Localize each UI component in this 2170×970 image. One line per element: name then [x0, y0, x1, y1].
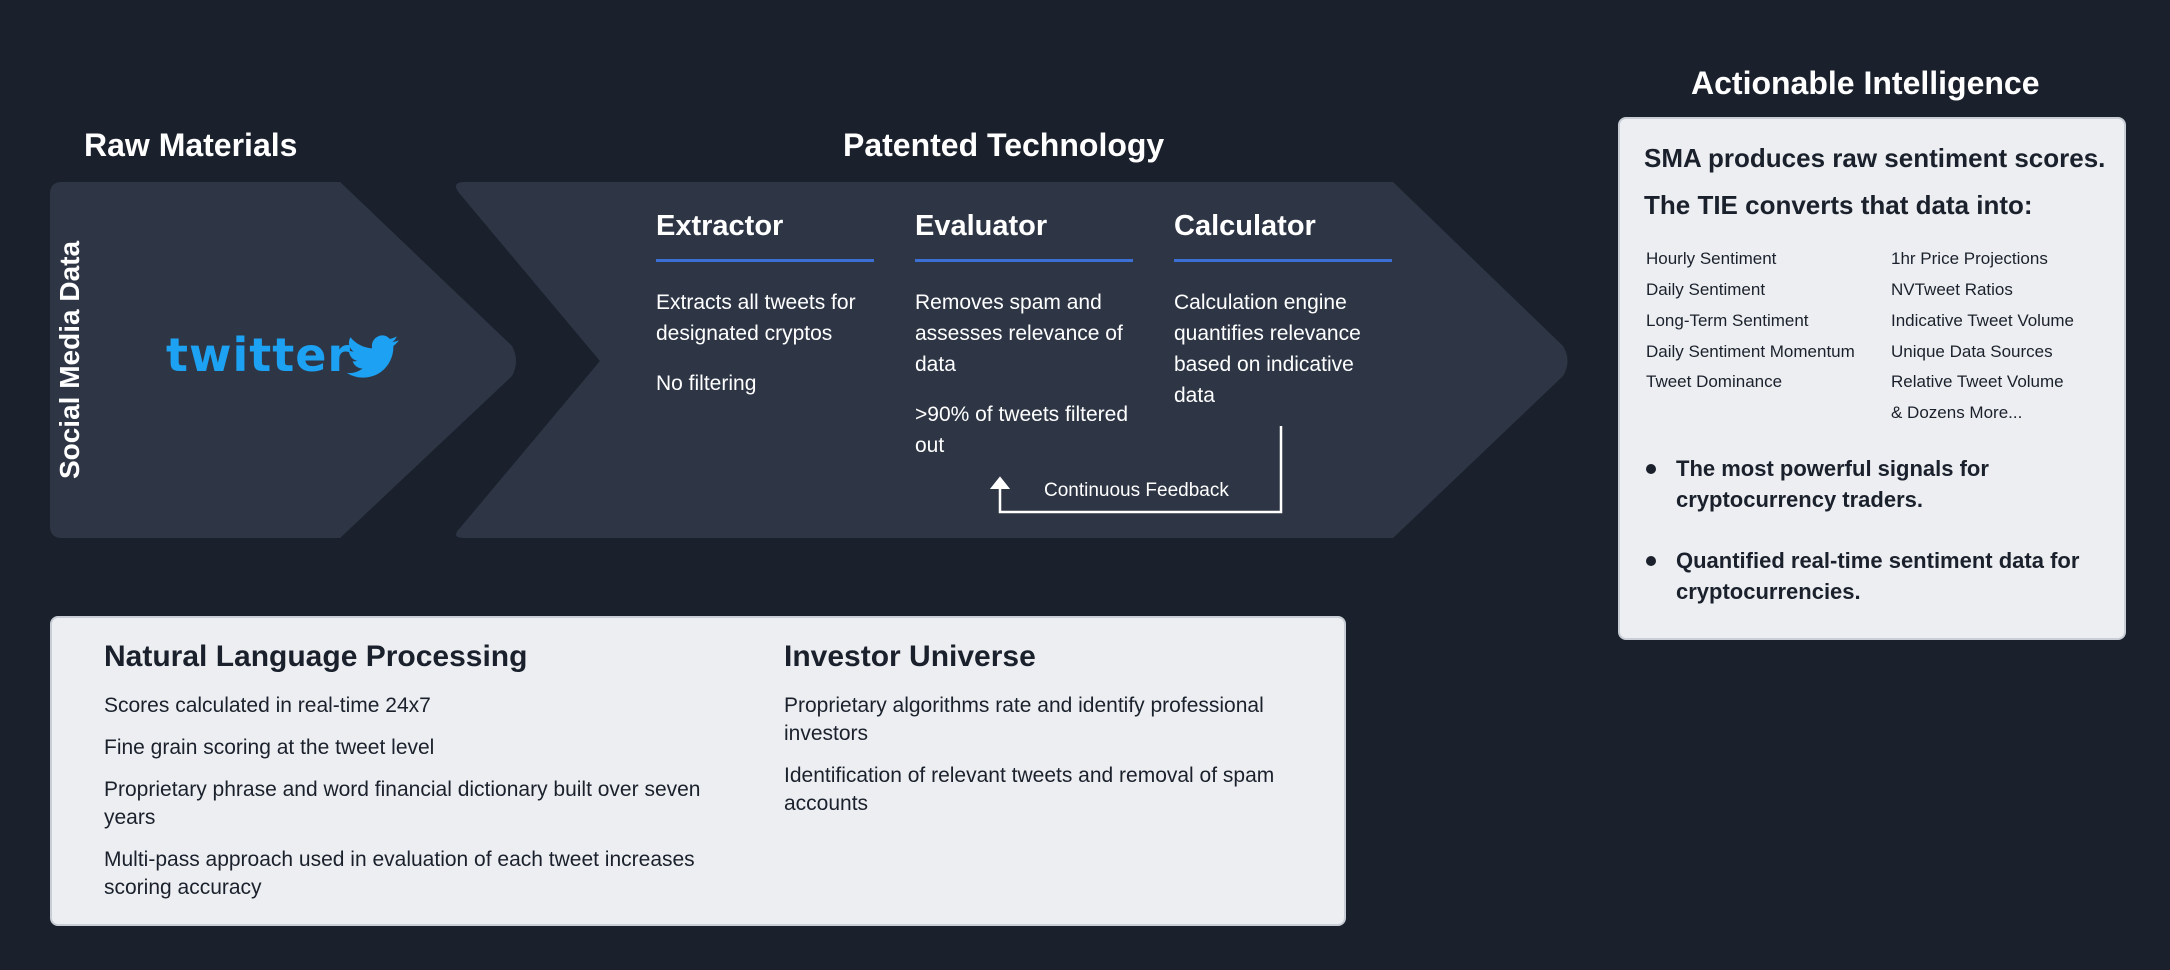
investor-title: Investor Universe: [784, 640, 1036, 673]
evaluator-description: Removes spam and assesses relevance of d…: [915, 291, 1123, 376]
actionable-intelligence-heading: Actionable Intelligence: [1691, 65, 2040, 101]
actionable-intelligence-card: SMA produces raw sentiment scores. The T…: [1618, 117, 2126, 640]
calculator-description: Calculation engine quantifies relevance …: [1174, 291, 1361, 407]
investor-section: Investor Universe Proprietary algorithms…: [784, 640, 1324, 818]
metric-left: Long-Term Sentiment: [1646, 311, 1809, 330]
evaluator-title: Evaluator: [915, 210, 1048, 242]
twitter-bird-icon: [347, 335, 399, 378]
extractor-rule: [656, 259, 874, 262]
evaluator-column: Evaluator Removes spam and assesses rele…: [915, 210, 1133, 461]
metric-left: Tweet Dominance: [1646, 372, 1783, 391]
evaluator-note: >90% of tweets filtered out: [915, 403, 1129, 457]
nlp-title: Natural Language Processing: [104, 640, 528, 673]
metric-right: & Dozens More...: [1891, 403, 2023, 422]
sma-heading: SMA produces raw sentiment scores.: [1644, 143, 2106, 173]
bullet-dot: [1646, 556, 1656, 566]
metric-left: Daily Sentiment Momentum: [1646, 342, 1855, 361]
extractor-description: Extracts all tweets for designated crypt…: [656, 291, 856, 345]
metric-right: 1hr Price Projections: [1891, 249, 2048, 268]
nlp-item: Proprietary phrase and word financial di…: [104, 778, 701, 829]
feedback-loop-line: [998, 426, 1283, 514]
bullet-item: Quantified real-time sentiment data for …: [1646, 545, 2116, 607]
extractor-title: Extractor: [656, 210, 784, 242]
social-media-data-label: Social Media Data: [54, 240, 85, 480]
investor-item: Identification of relevant tweets and re…: [784, 764, 1275, 815]
continuous-feedback-label: Continuous Feedback: [1044, 480, 1229, 501]
patented-technology-heading: Patented Technology: [843, 127, 1165, 163]
bullet-item: The most powerful signals for cryptocurr…: [1646, 453, 2116, 515]
nlp-item: Fine grain scoring at the tweet level: [104, 736, 435, 759]
extractor-note: No filtering: [656, 372, 757, 395]
extractor-column: Extractor Extracts all tweets for design…: [656, 210, 874, 399]
bullet-text: Quantified real-time sentiment data for …: [1676, 548, 2080, 604]
tie-heading: The TIE converts that data into:: [1644, 190, 2033, 220]
twitter-logo-text: twitter: [166, 328, 352, 382]
metric-right: Relative Tweet Volume: [1891, 372, 2064, 391]
calculator-rule: [1174, 259, 1392, 262]
twitter-logo: twitter: [166, 330, 399, 380]
nlp-section: Natural Language Processing Scores calcu…: [104, 640, 704, 902]
metric-left: Daily Sentiment: [1646, 280, 1766, 299]
raw-materials-heading: Raw Materials: [84, 127, 298, 163]
investor-item: Proprietary algorithms rate and identify…: [784, 694, 1264, 745]
bullet-dot: [1646, 464, 1656, 474]
metric-right: Unique Data Sources: [1891, 342, 2053, 361]
evaluator-rule: [915, 259, 1133, 262]
bullet-text: The most powerful signals for cryptocurr…: [1676, 456, 1989, 512]
metric-right: NVTweet Ratios: [1891, 280, 2013, 299]
nlp-item: Scores calculated in real-time 24x7: [104, 694, 431, 717]
technology-chevron: [456, 182, 1568, 538]
calculator-title: Calculator: [1174, 210, 1316, 242]
metric-right: Indicative Tweet Volume: [1891, 311, 2075, 330]
feedback-arrowhead: [989, 476, 1011, 489]
nlp-item: Multi-pass approach used in evaluation o…: [104, 848, 695, 899]
methods-card: Natural Language Processing Scores calcu…: [50, 616, 1346, 926]
raw-materials-chevron: [50, 182, 516, 538]
metric-left: Hourly Sentiment: [1646, 249, 1777, 268]
calculator-column: Calculator Calculation engine quantifies…: [1174, 210, 1392, 411]
